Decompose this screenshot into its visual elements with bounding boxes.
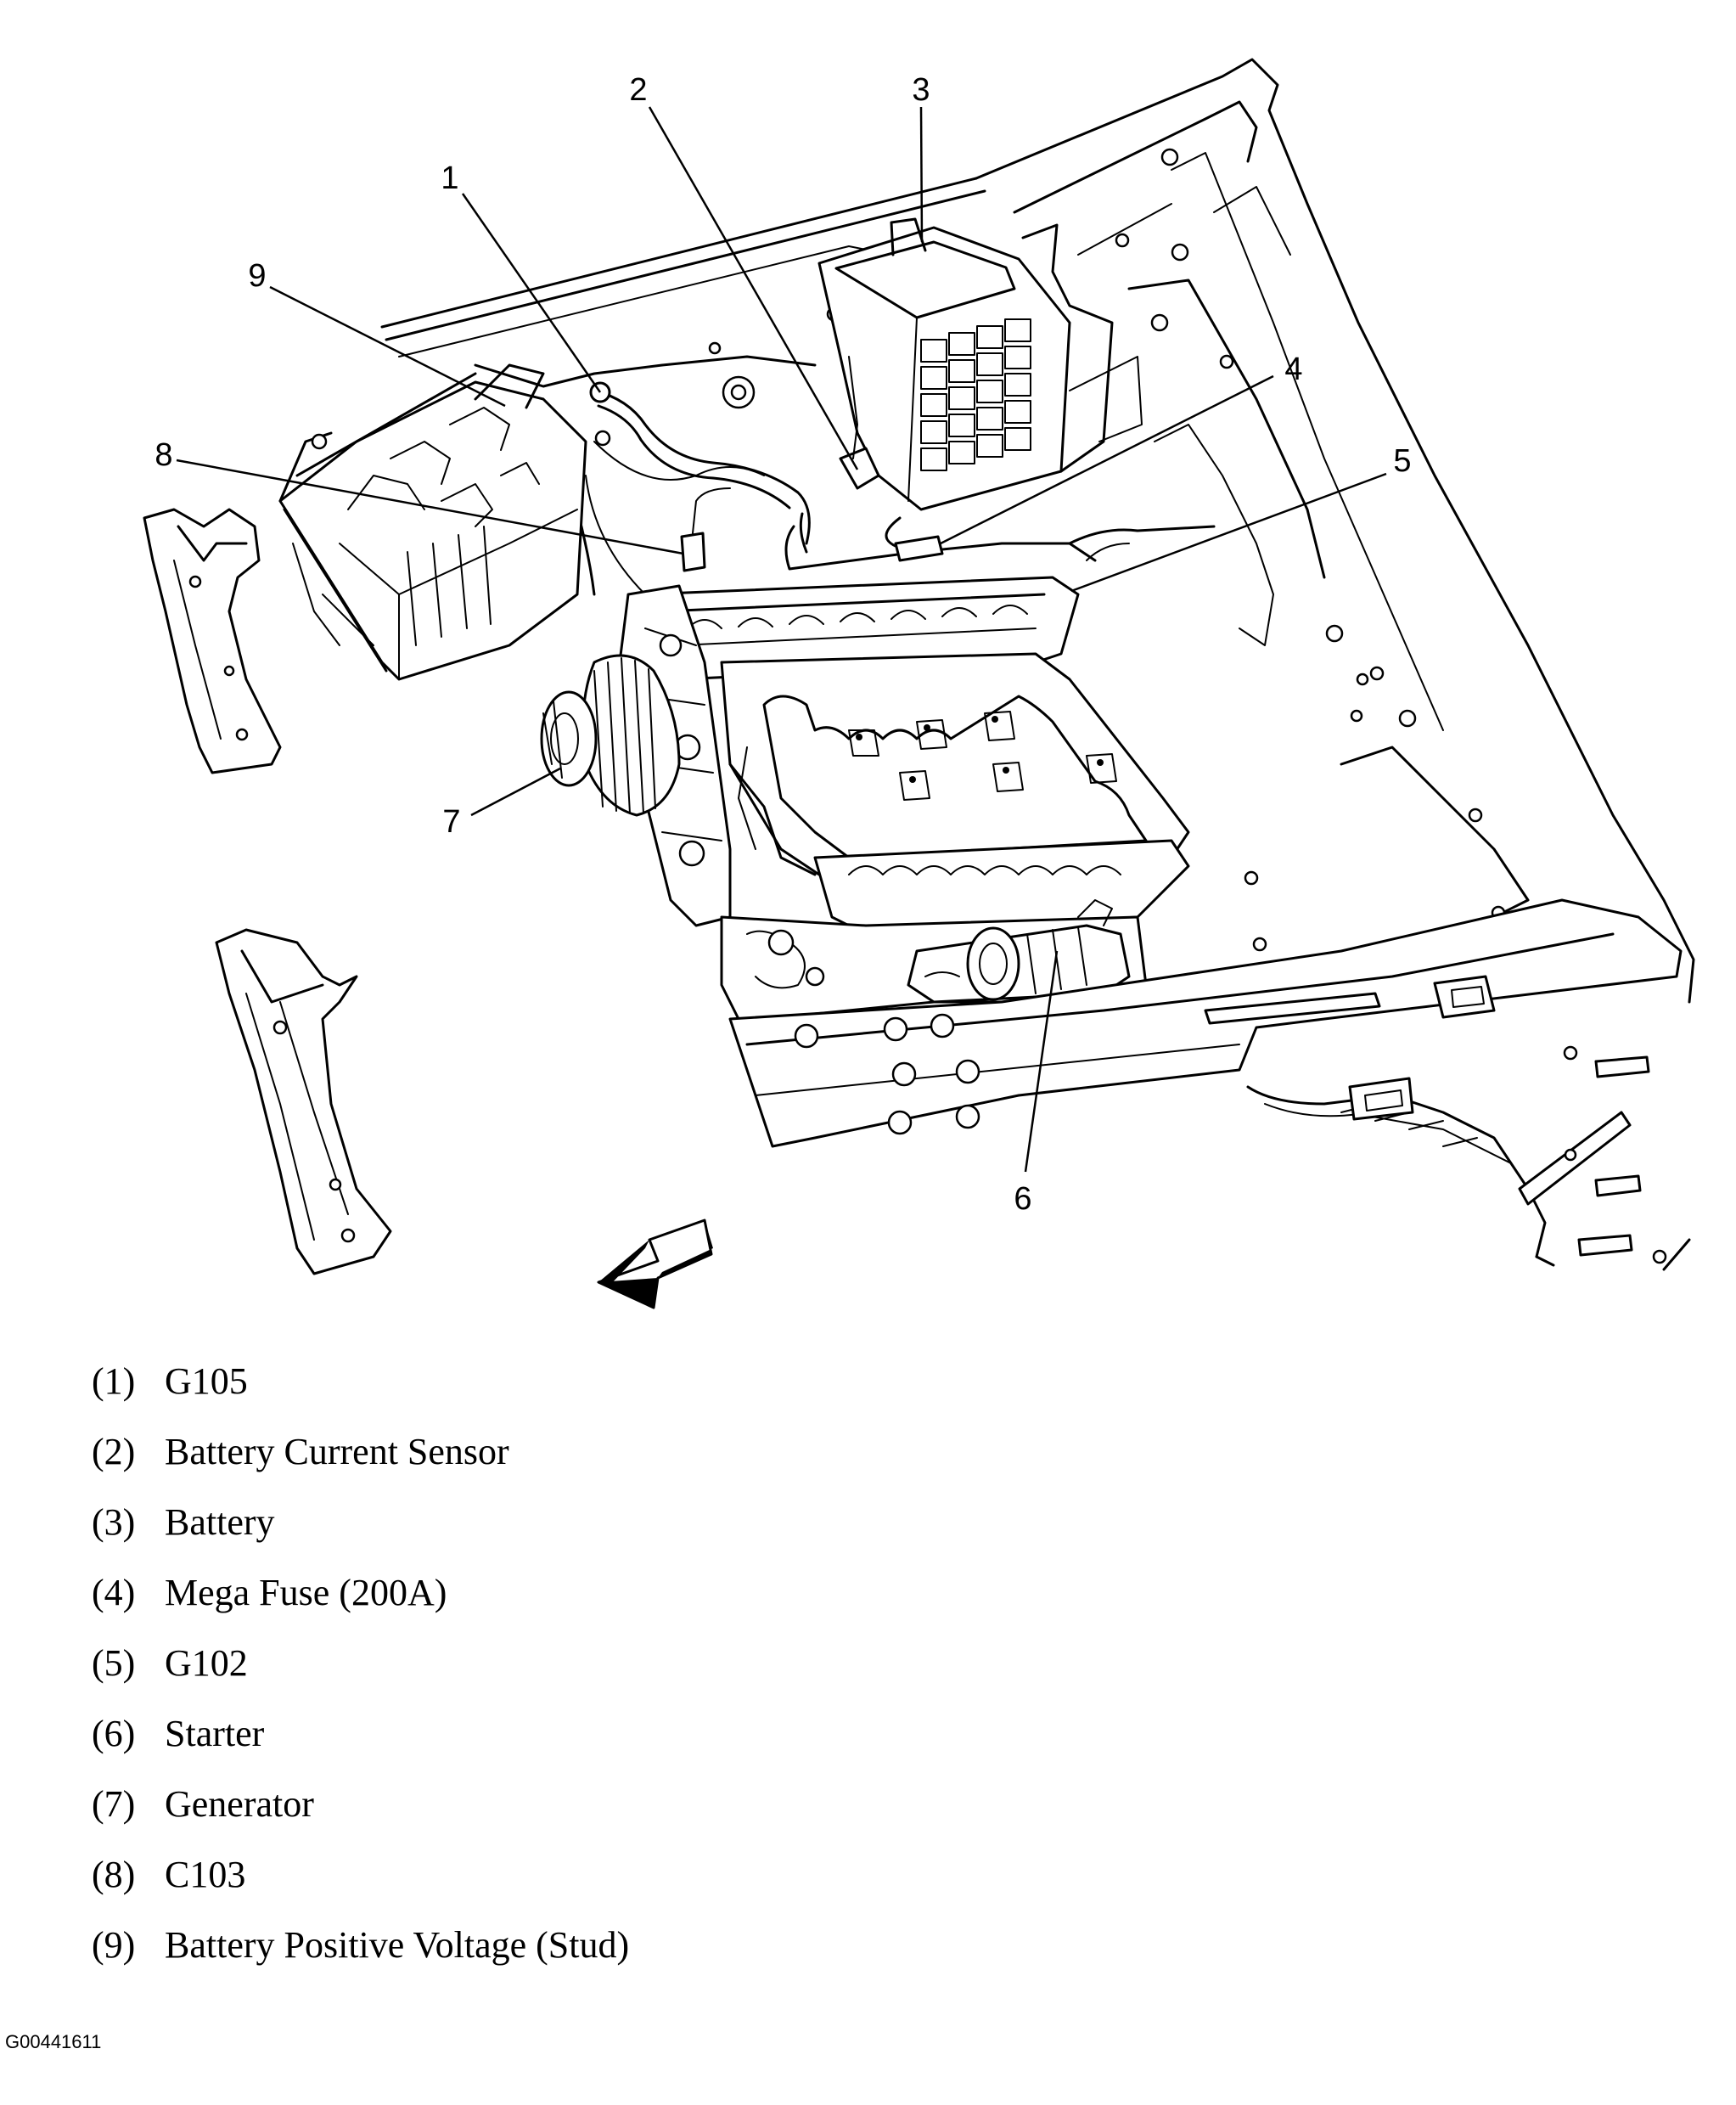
callout-number-1: 1 — [441, 160, 458, 196]
callout-number-4: 4 — [1284, 352, 1302, 387]
legend-label: C103 — [165, 1854, 246, 1895]
legend-label: Mega Fuse (200A) — [165, 1572, 447, 1613]
legend-item: (4) Mega Fuse (200A) — [92, 1557, 629, 1628]
battery — [817, 217, 1143, 511]
leader-8 — [176, 459, 684, 555]
battery-grid — [920, 318, 1031, 471]
legend-item: (6) Starter — [92, 1698, 629, 1769]
callout-number-2: 2 — [629, 72, 647, 108]
legend-label: Battery Current Sensor — [165, 1431, 509, 1472]
engine-compartment-diagram: 1 2 3 4 5 6 7 8 9 — [143, 58, 1695, 1309]
legend-item: (1) G105 — [92, 1346, 629, 1416]
leader-2 — [648, 106, 859, 470]
lower-frame-bracket — [215, 928, 392, 1275]
callout-number-5: 5 — [1393, 443, 1411, 479]
leader-6 — [1024, 950, 1059, 1173]
callout-number-3: 3 — [912, 72, 930, 108]
leader-1 — [461, 193, 602, 393]
callout-numbers: 1 2 3 4 5 6 7 8 9 — [154, 72, 1411, 1217]
legend-item: (3) Battery — [92, 1487, 629, 1557]
underhood-fuse-block — [278, 363, 587, 681]
legend-number: (3) — [92, 1501, 136, 1543]
front-direction-arrow-icon — [597, 1219, 713, 1309]
leader-7 — [470, 767, 561, 817]
figure-id: G00441611 — [5, 2031, 102, 2052]
component-legend: (1) G105 (2) Battery Current Sensor (3) Bat… — [92, 1346, 629, 1980]
callout-number-9: 9 — [248, 258, 266, 294]
legend-item: (8) C103 — [92, 1839, 629, 1910]
callout-number-6: 6 — [1014, 1181, 1031, 1217]
generator — [540, 654, 681, 817]
legend-item: (5) G102 — [92, 1628, 629, 1698]
callout-leaders — [176, 106, 1387, 1173]
legend-label: G105 — [165, 1360, 248, 1402]
legend-item: (7) Generator — [92, 1769, 629, 1839]
legend-number: (1) — [92, 1360, 136, 1402]
right-fender-structure — [975, 58, 1695, 1004]
leader-3 — [919, 106, 924, 243]
starter-motor — [907, 899, 1131, 1004]
legend-number: (9) — [92, 1924, 136, 1966]
legend-number: (5) — [92, 1642, 136, 1684]
legend-item: (9) Battery Positive Voltage (Stud) — [92, 1910, 629, 1980]
upper-tie-bar-bracket — [143, 508, 282, 774]
legend-label: Generator — [165, 1783, 314, 1825]
callout-number-8: 8 — [154, 437, 172, 473]
legend-number: (8) — [92, 1854, 136, 1895]
leader-4 — [940, 374, 1274, 545]
legend-item: (2) Battery Current Sensor — [92, 1416, 629, 1487]
legend-number: (4) — [92, 1572, 136, 1613]
legend-label: Battery Positive Voltage (Stud) — [165, 1924, 630, 1966]
leader-5 — [1070, 472, 1387, 593]
callout-number-7: 7 — [442, 804, 460, 840]
legend-label: G102 — [165, 1642, 248, 1684]
legend-number: (6) — [92, 1713, 136, 1754]
legend-label: Battery — [165, 1501, 275, 1543]
legend-number: (7) — [92, 1783, 136, 1825]
legend-number: (2) — [92, 1431, 136, 1472]
legend-label: Starter — [165, 1713, 265, 1754]
leader-9 — [269, 285, 506, 408]
lower-frame-rail — [728, 898, 1691, 1271]
